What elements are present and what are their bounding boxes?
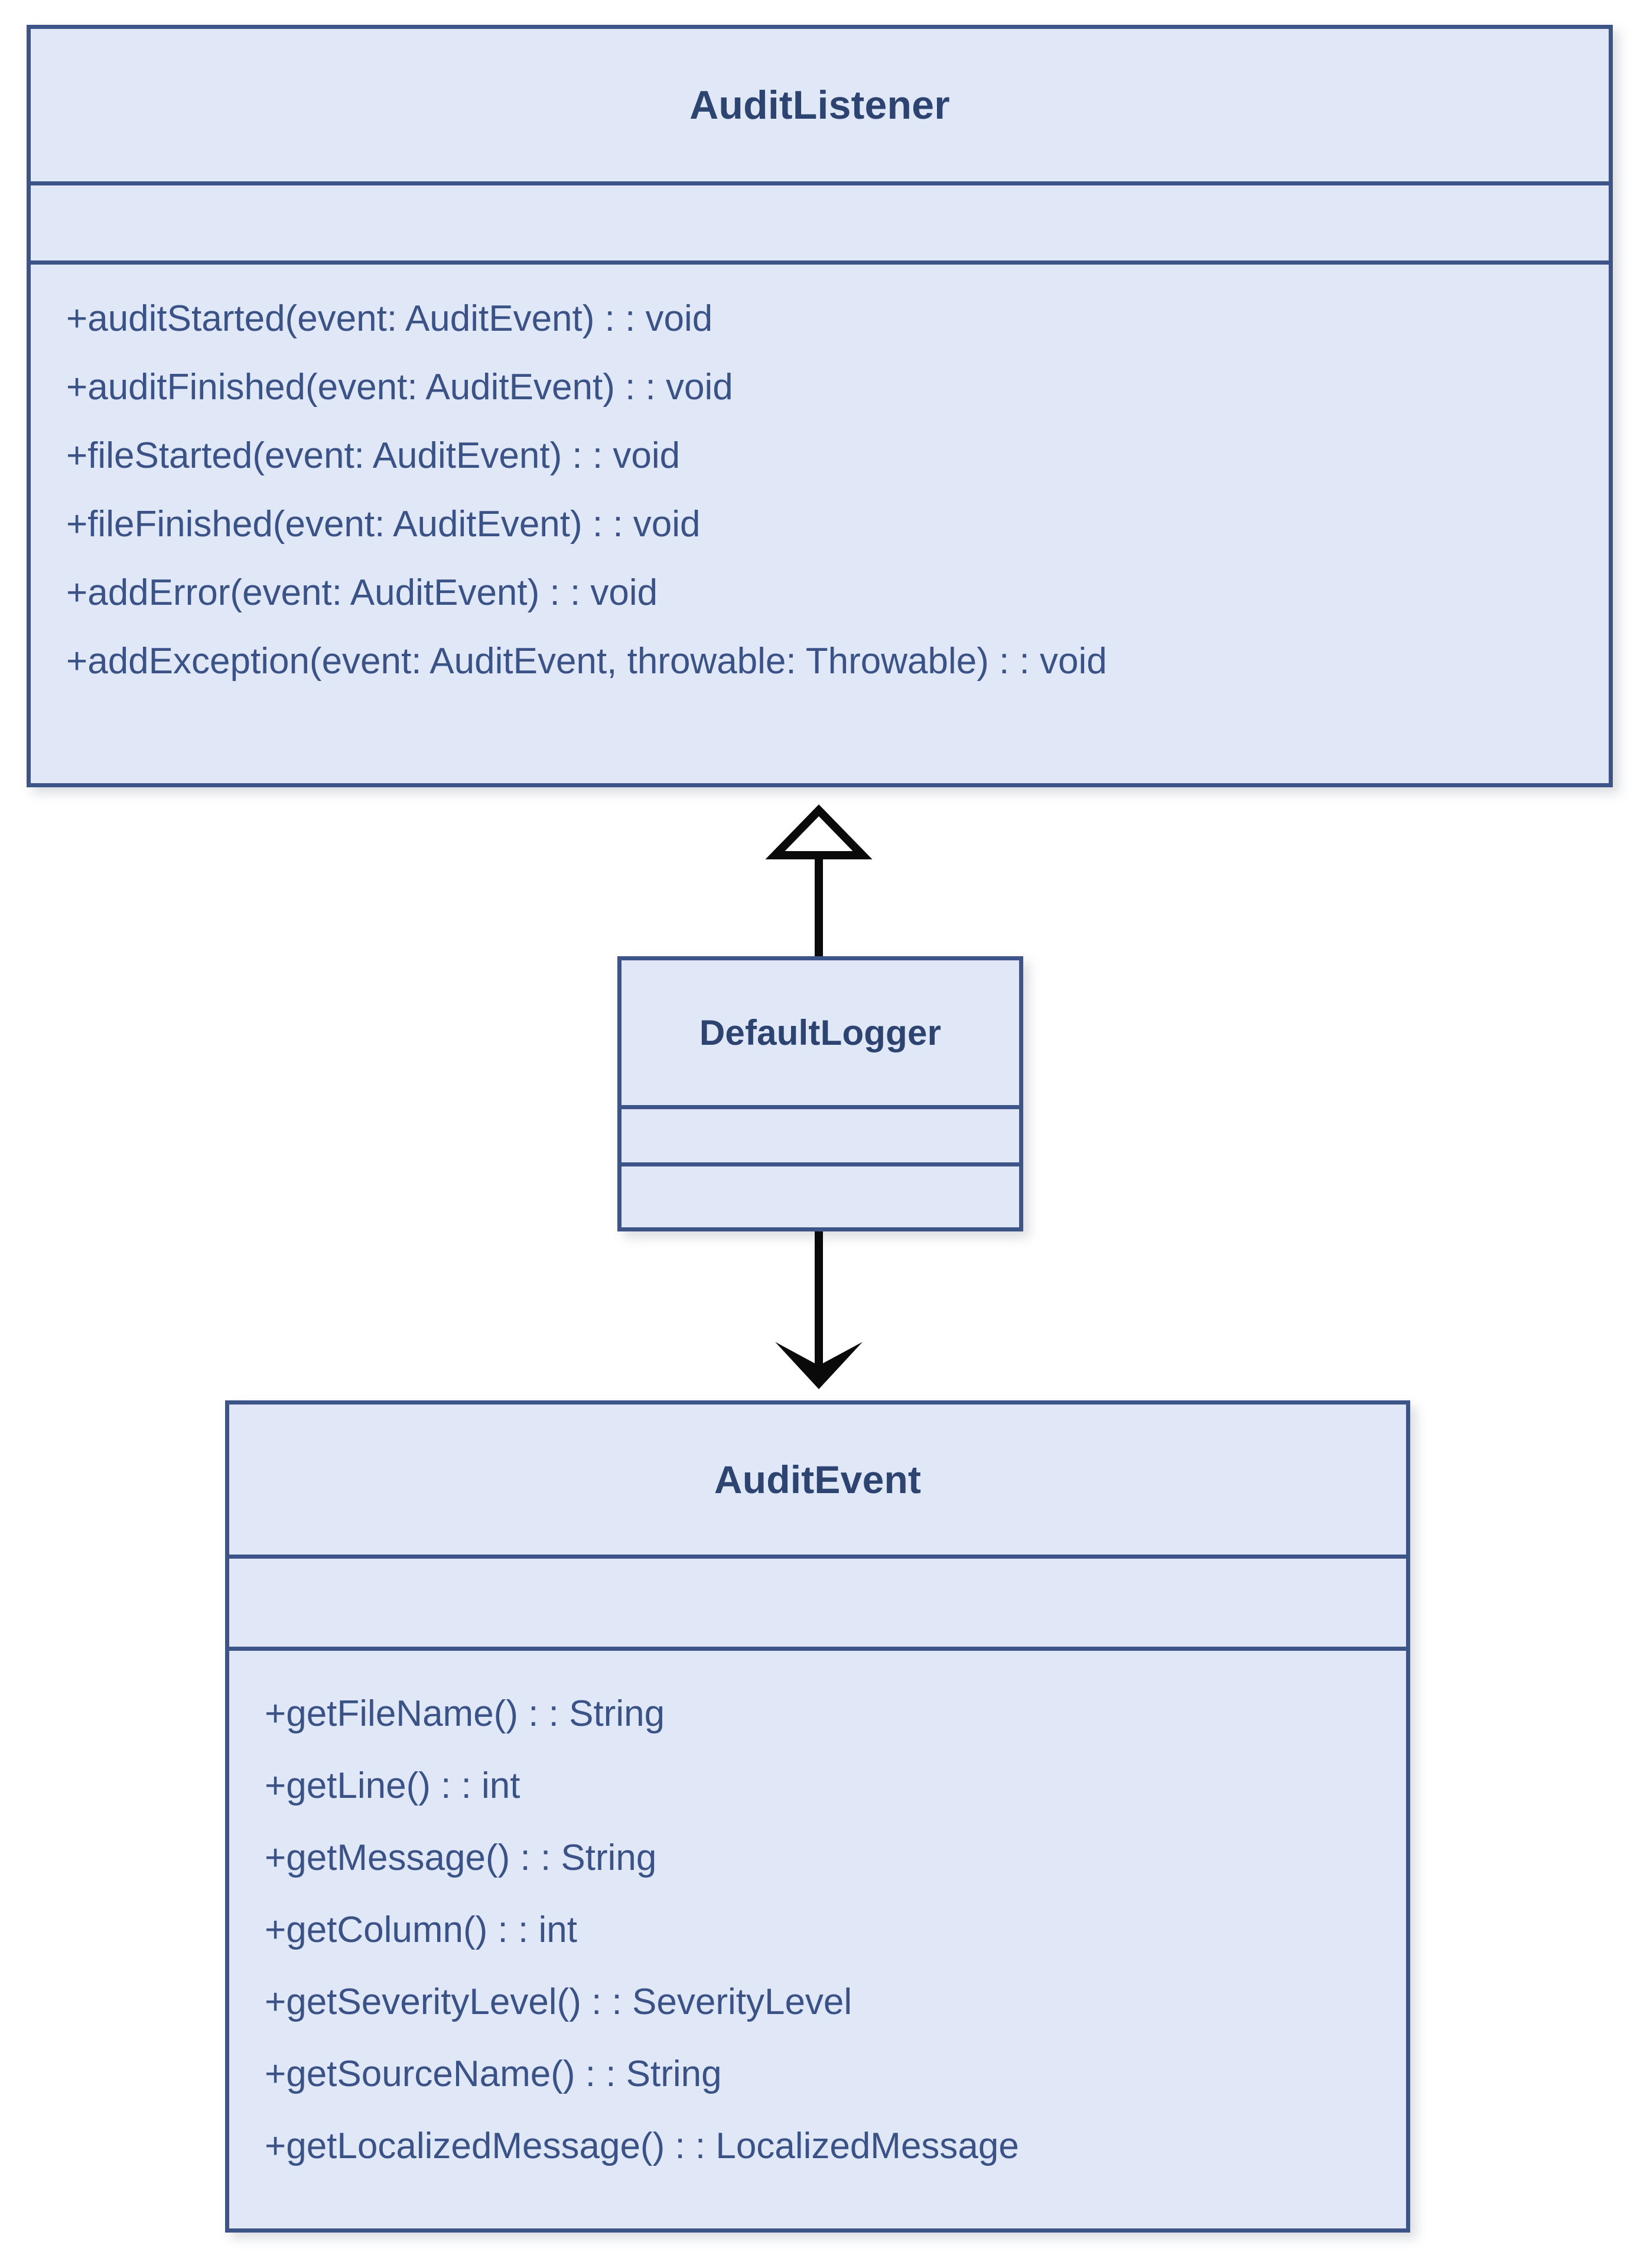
- uml-class-audit-listener[interactable]: AuditListener +auditStarted(event: Audit…: [27, 25, 1613, 787]
- solid-arrowhead-icon: [775, 1342, 863, 1389]
- relationship-generalization-default-logger-to-audit-listener[interactable]: [765, 804, 873, 956]
- method-item: +fileStarted(event: AuditEvent) : : void: [66, 435, 681, 476]
- method-item: +getFileName() : : String: [265, 1693, 665, 1734]
- method-list-audit-listener: +auditStarted(event: AuditEvent) : : voi…: [31, 265, 1609, 696]
- method-item: +getMessage() : : String: [265, 1837, 657, 1878]
- class-name-compartment-default-logger: DefaultLogger: [621, 960, 1019, 1105]
- class-name-audit-event: AuditEvent: [714, 1458, 922, 1501]
- uml-class-audit-event[interactable]: AuditEvent +getFileName() : : String +ge…: [225, 1400, 1410, 2233]
- methods-compartment-default-logger: [621, 1162, 1019, 1227]
- method-item: +auditStarted(event: AuditEvent) : : voi…: [66, 298, 713, 339]
- method-item: +addError(event: AuditEvent) : : void: [66, 572, 658, 613]
- method-item: +getColumn() : : int: [265, 1909, 577, 1950]
- attributes-compartment-default-logger: [621, 1105, 1019, 1162]
- method-item: +auditFinished(event: AuditEvent) : : vo…: [66, 367, 733, 408]
- method-item: +getSeverityLevel() : : SeverityLevel: [265, 1982, 852, 2022]
- method-item: +addException(event: AuditEvent, throwab…: [66, 641, 1107, 682]
- method-item: +fileFinished(event: AuditEvent) : : voi…: [66, 504, 701, 545]
- attributes-compartment-audit-event: [229, 1555, 1406, 1647]
- attribute-list-audit-listener: [31, 185, 1609, 206]
- class-name-compartment-audit-listener: AuditListener: [31, 29, 1609, 181]
- attribute-list-audit-event: [229, 1559, 1406, 1586]
- method-item: +getLocalizedMessage() : : LocalizedMess…: [265, 2126, 1019, 2166]
- class-name-audit-listener: AuditListener: [689, 83, 950, 128]
- hollow-triangle-arrowhead-icon: [765, 804, 873, 859]
- relationship-dependency-default-logger-to-audit-event[interactable]: [775, 1231, 863, 1389]
- class-name-default-logger: DefaultLogger: [699, 1013, 942, 1052]
- methods-compartment-audit-event: +getFileName() : : String +getLine() : :…: [229, 1647, 1406, 2228]
- class-name-compartment-audit-event: AuditEvent: [229, 1405, 1406, 1555]
- methods-compartment-audit-listener: +auditStarted(event: AuditEvent) : : voi…: [31, 260, 1609, 783]
- method-item: +getLine() : : int: [265, 1765, 520, 1806]
- method-list-audit-event: +getFileName() : : String +getLine() : :…: [229, 1651, 1406, 2182]
- method-item: +getSourceName() : : String: [265, 2054, 722, 2094]
- attributes-compartment-audit-listener: [31, 181, 1609, 260]
- uml-class-default-logger[interactable]: DefaultLogger: [617, 956, 1023, 1231]
